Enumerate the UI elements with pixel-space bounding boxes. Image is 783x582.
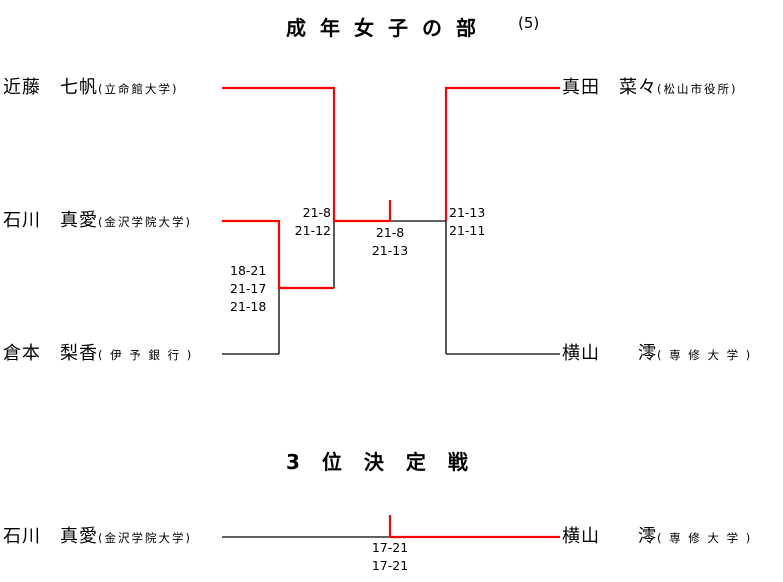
player-left-2: 石川 真愛(金沢学院大学) xyxy=(3,210,192,232)
score-game: 21-8 xyxy=(375,225,405,240)
player-name: 石川 真愛 xyxy=(3,210,98,231)
score-game: 21-12 xyxy=(294,223,331,238)
score-game: 17-21 xyxy=(371,540,409,555)
score-semi-left: 21-8 21-12 xyxy=(295,204,331,240)
player-org: ( 専 修 大 学 ) xyxy=(657,348,753,362)
player-third-right: 横山 澪( 専 修 大 学 ) xyxy=(562,526,752,548)
winner-line xyxy=(222,86,390,223)
score-game: 18-21 xyxy=(230,263,267,278)
player-name: 倉本 梨香 xyxy=(3,343,98,364)
player-name: 横山 澪 xyxy=(562,526,657,547)
score-game: 21-13 xyxy=(371,243,409,258)
player-org: ( 伊 予 銀 行 ) xyxy=(98,348,194,362)
score-game: 21-17 xyxy=(230,281,267,296)
player-org: (金沢学院大学) xyxy=(98,531,192,545)
player-org: (立命館大学) xyxy=(98,82,179,96)
player-left-1: 近藤 七帆(立命館大学) xyxy=(3,77,178,99)
score-third-place: 17-21 17-21 xyxy=(350,539,430,575)
player-org: (金沢学院大学) xyxy=(98,215,192,229)
winner-line xyxy=(444,86,560,221)
score-quarter-left: 18-21 21-17 21-18 xyxy=(230,262,266,316)
player-org: (松山市役所) xyxy=(657,82,738,96)
section-number: (5) xyxy=(518,14,540,32)
score-game: 21-11 xyxy=(449,223,486,238)
player-right-2: 横山 澪( 専 修 大 学 ) xyxy=(562,343,752,365)
player-right-1: 真田 菜々(松山市役所) xyxy=(562,77,737,99)
player-name: 横山 澪 xyxy=(562,343,657,364)
page-title: 成年女子の部 xyxy=(286,16,490,40)
score-semi-right: 21-13 21-11 xyxy=(449,204,485,240)
third-place-title: 3位決定戦 xyxy=(286,450,490,474)
score-game: 21-8 xyxy=(302,205,331,220)
score-game: 21-13 xyxy=(449,205,486,220)
player-third-left: 石川 真愛(金沢学院大学) xyxy=(3,526,192,548)
score-game: 21-18 xyxy=(230,299,267,314)
player-org: ( 専 修 大 学 ) xyxy=(657,531,753,545)
player-name: 近藤 七帆 xyxy=(3,77,98,98)
player-name: 真田 菜々 xyxy=(562,77,657,98)
score-final: 21-8 21-13 xyxy=(350,224,430,260)
score-game: 17-21 xyxy=(371,558,409,573)
player-left-3: 倉本 梨香( 伊 予 銀 行 ) xyxy=(3,343,193,365)
player-name: 石川 真愛 xyxy=(3,526,98,547)
winner-line xyxy=(222,219,334,290)
